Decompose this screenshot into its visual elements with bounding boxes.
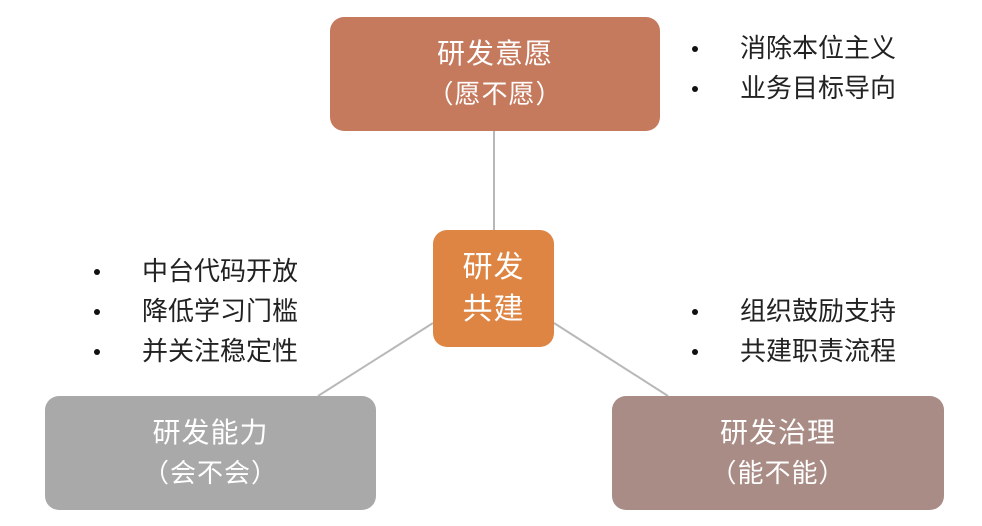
list-item: 并关注稳定性	[92, 332, 298, 372]
node-rd-governance-subtitle: （能不能）	[710, 459, 846, 489]
bullet-dot-icon	[692, 349, 698, 355]
bullet-text: 业务目标导向	[740, 74, 897, 104]
list-item: 消除本位主义	[690, 29, 896, 69]
node-rd-willingness: 研发意愿 （愿不愿）	[330, 17, 660, 131]
bullet-dot-icon	[94, 269, 100, 275]
bullet-dot-icon	[692, 46, 698, 52]
node-rd-capability: 研发能力 （会不会）	[45, 396, 376, 510]
bullet-text: 并关注稳定性	[142, 337, 299, 367]
willingness-bullet-list: 消除本位主义 业务目标导向	[690, 29, 896, 109]
list-item: 中台代码开放	[92, 252, 298, 292]
node-rd-cobuild-line1: 研发	[462, 249, 525, 285]
node-rd-capability-subtitle: （会不会）	[142, 459, 278, 489]
connector-left	[317, 322, 434, 397]
node-rd-cobuild: 研发 共建	[433, 230, 554, 347]
bullet-text: 消除本位主义	[740, 34, 897, 64]
bullet-dot-icon	[692, 309, 698, 315]
connector-right	[553, 322, 669, 397]
capability-bullet-list: 中台代码开放 降低学习门槛 并关注稳定性	[92, 252, 298, 372]
node-rd-cobuild-line2: 共建	[462, 291, 525, 327]
bullet-text: 降低学习门槛	[142, 297, 299, 327]
list-item: 业务目标导向	[690, 69, 896, 109]
bullet-text: 中台代码开放	[142, 257, 299, 287]
bullet-dot-icon	[94, 349, 100, 355]
node-rd-governance: 研发治理 （能不能）	[612, 396, 944, 510]
bullet-dot-icon	[692, 86, 698, 92]
list-item: 组织鼓励支持	[690, 292, 896, 332]
node-rd-capability-title: 研发能力	[152, 416, 269, 449]
node-rd-willingness-title: 研发意愿	[436, 37, 553, 70]
node-rd-governance-title: 研发治理	[719, 416, 836, 449]
governance-bullet-list: 组织鼓励支持 共建职责流程	[690, 292, 896, 372]
node-rd-willingness-subtitle: （愿不愿）	[427, 80, 563, 110]
bullet-dot-icon	[94, 309, 100, 315]
bullet-text: 组织鼓励支持	[740, 297, 897, 327]
list-item: 降低学习门槛	[92, 292, 298, 332]
list-item: 共建职责流程	[690, 332, 896, 372]
bullet-text: 共建职责流程	[740, 337, 897, 367]
